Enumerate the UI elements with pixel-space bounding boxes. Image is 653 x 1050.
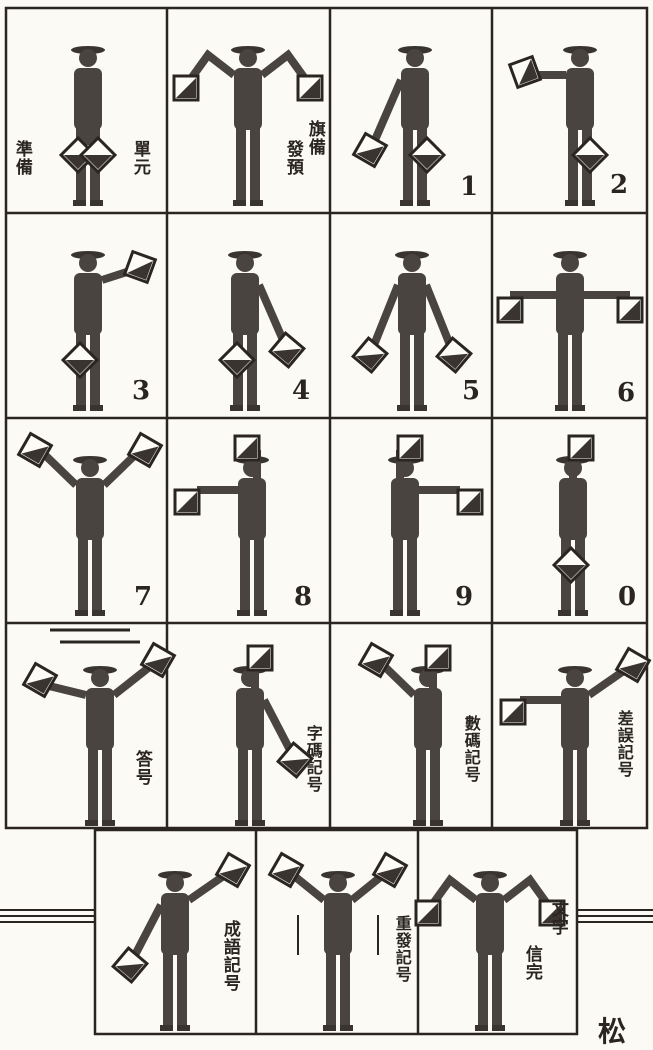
label-5: 5 <box>462 376 480 406</box>
label-2: 2 <box>610 170 628 200</box>
figure-repeat <box>270 854 407 1031</box>
label-repeat: 重發記号 <box>393 915 410 983</box>
label-8: 8 <box>294 582 312 612</box>
corner-mark: 松 <box>598 1010 626 1050</box>
label-3: 3 <box>132 376 150 406</box>
label-6: 6 <box>617 378 635 408</box>
label-flag-ready: 旗備 <box>305 120 323 156</box>
label-text: 文字 <box>548 900 566 936</box>
label-1: 1 <box>460 172 478 202</box>
figure-answer <box>24 630 175 826</box>
label-error: 差誤記号 <box>615 710 632 778</box>
label-letters: 字碼記号 <box>304 725 321 793</box>
label-pre-send: 發預 <box>283 140 301 176</box>
label-4: 4 <box>292 376 310 406</box>
figure-numbers <box>360 644 450 826</box>
label-0: 0 <box>618 582 636 612</box>
figure-num8 <box>175 436 269 616</box>
label-single: 單元 <box>130 140 148 176</box>
label-numbers: 數碼記号 <box>462 715 479 783</box>
figure-num2 <box>510 46 607 206</box>
figure-num5 <box>353 251 471 411</box>
label-end: 信完 <box>522 945 540 981</box>
label-ready: 準備 <box>12 140 30 176</box>
figure-num1 <box>354 46 444 206</box>
label-phrase: 成語記号 <box>220 920 238 992</box>
figure-ready <box>61 46 115 206</box>
figure-num0 <box>554 436 593 616</box>
figure-wave <box>174 46 322 206</box>
label-9: 9 <box>455 582 473 612</box>
figure-letters <box>233 646 312 826</box>
label-answer: 答号 <box>132 750 150 786</box>
label-7: 7 <box>134 582 152 612</box>
